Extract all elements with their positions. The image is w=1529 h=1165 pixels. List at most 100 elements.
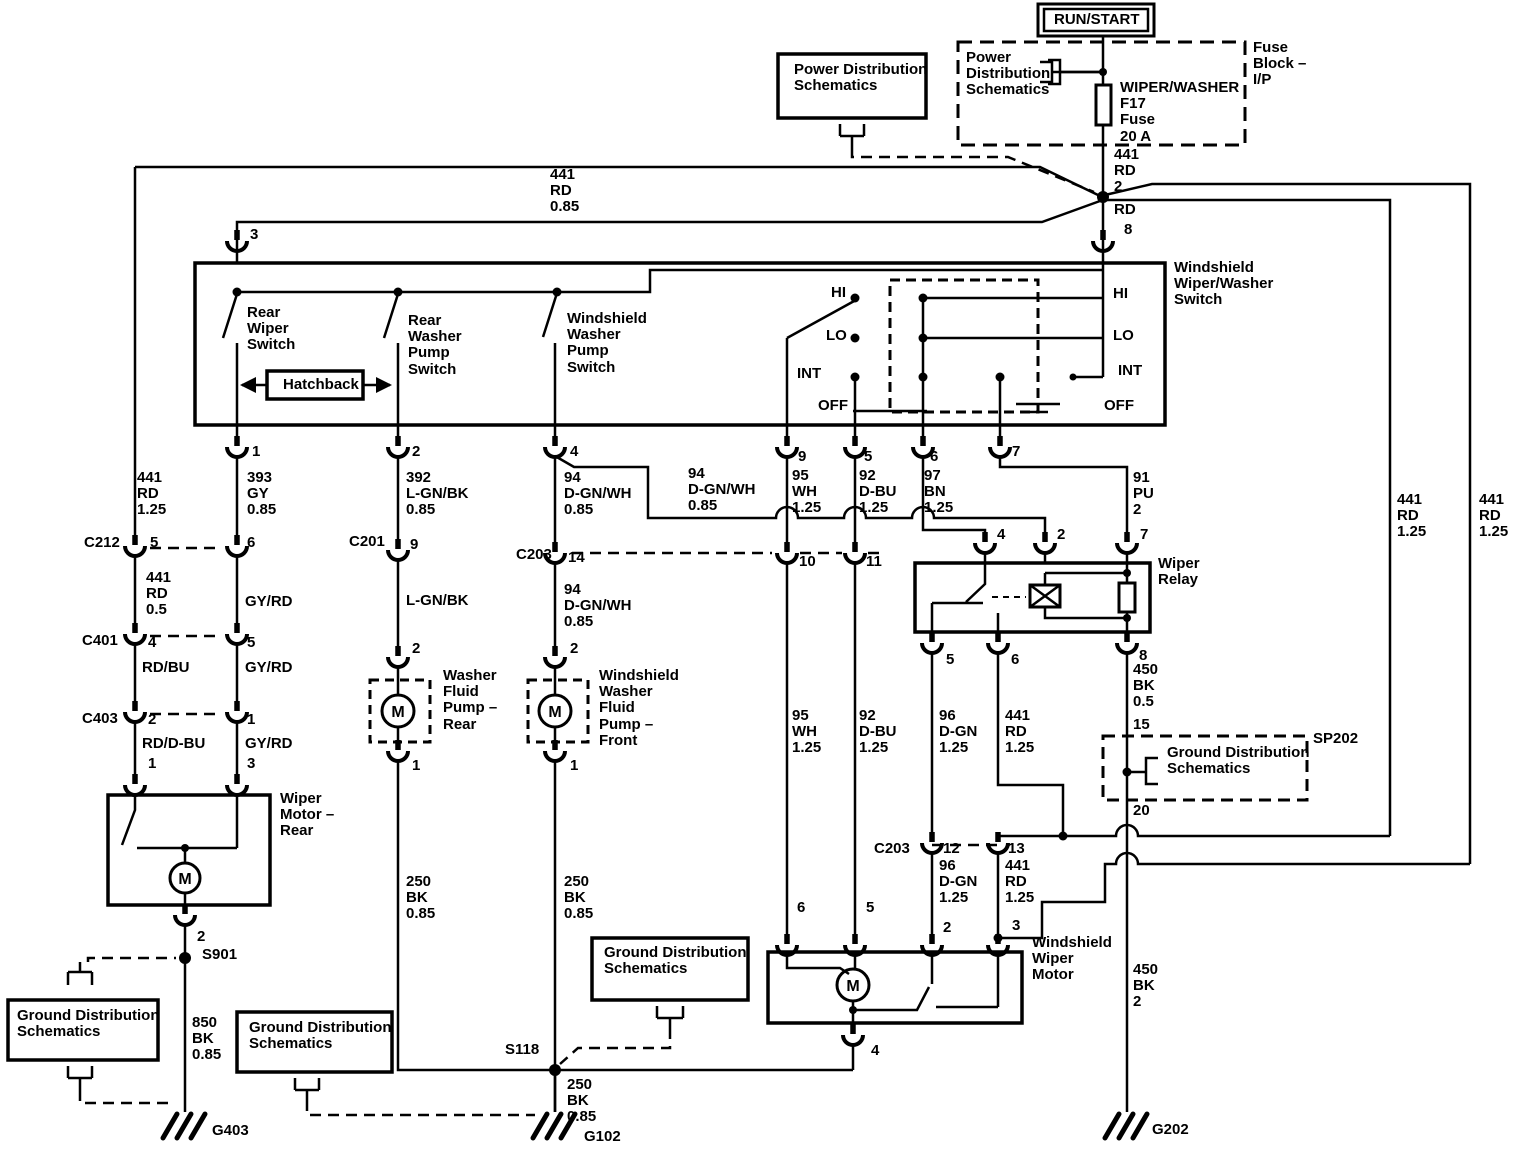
gds3-bracket [655,1006,685,1028]
washer-pump-front-dashed-box [526,678,590,744]
wires [66,35,1472,1112]
relay-resistor-symbol [1117,581,1137,614]
switch-name-label: Windshield Wiper/Washer Switch [1174,259,1274,309]
motor-m-rear: M [178,871,191,888]
wire-441-right1-label: 441 RD 1.25 [1397,491,1427,541]
wire-441-label-a: 441 RD 1.25 [1005,707,1035,757]
splice-s901-label: S901 [202,946,238,963]
motor-pin1-label: 1 [148,755,157,772]
ground-dist-box-2 [235,1010,394,1074]
c212-pin6-label: 6 [247,534,256,551]
fuse-block-dashed-box [956,40,1247,147]
wiper-washer-switch-box [193,261,1167,427]
wiper-relay-label: Wiper Relay [1158,555,1200,589]
fuse-block-label: Fuse Block – I/P [1253,39,1307,89]
connector-c401-label: C401 [82,632,118,649]
c401-pin5-label: 5 [247,634,256,651]
front-pump-label: Windshield Washer Fluid Pump – Front [599,667,679,749]
pin-7-label: 7 [1012,443,1021,460]
relay-pin2-label: 2 [1057,526,1066,543]
rear-pump-pin2-label: 2 [412,640,421,657]
hi-left-label: HI [831,284,846,301]
wire-441-distribution [133,165,1472,864]
switch-feed-bus [237,263,1105,377]
rear-wiper-motor-symbol [168,861,202,895]
wire-441-right2-label: 441 RD 1.25 [1479,491,1509,541]
wire-441-label-c: 441 RD 1.25 [1005,857,1035,907]
connector-c201-label: C201 [349,533,385,550]
splice-s118 [549,1064,561,1076]
pin-2-label: 2 [412,443,421,460]
wire-393-label: 393 GY 0.85 [247,469,277,519]
c403-pin2-label: 2 [148,711,157,728]
wire-lgnbk-label: L-GN/BK [406,592,469,609]
ground-g202-icon [1102,1111,1150,1141]
c401-pin4-label: 4 [148,634,157,651]
motor-m-wiper: M [846,978,859,995]
c203-pin12-label: 12 [943,840,960,857]
pin-5-label: 5 [864,448,873,465]
gds1-top-bracket [66,962,94,985]
pin-9-label: 9 [798,448,807,465]
wire-gyrd3-label: GY/RD [245,735,293,752]
gds4-label: Ground Distribution Schematics [1167,744,1310,778]
wire-rddbu-label: RD/D-BU [142,735,206,752]
junction-dots [179,68,1132,1076]
gds2-dashed-link [305,1100,535,1117]
switch-contacts [853,296,1103,414]
wire-94-label-a: 94 D-GN/WH 0.85 [564,469,632,519]
relay-pin6-label: 6 [1011,651,1020,668]
c212-pin5-label: 5 [150,534,159,551]
connector-c212-label: C212 [84,534,120,551]
arrow-right-icon [376,377,392,393]
windshield-wiper-motor-box [766,950,1024,1025]
rear-wiper-motor-box [106,793,272,907]
pin-8-label: 8 [1124,221,1133,238]
relay-pin7-label: 7 [1140,526,1149,543]
motor-pin3-label: 3 [247,755,256,772]
off-left-label: OFF [818,397,848,414]
rear-washer-pump-symbol [380,693,416,729]
wire-94-label-b: 94 D-GN/WH 0.85 [688,465,756,515]
pin-20-label: 20 [1133,802,1150,819]
wire-250-label-a: 250 BK 0.85 [406,873,436,923]
ground-g102-icon [530,1111,578,1141]
run-start-label: RUN/START [1054,11,1140,28]
motor-symbols [168,693,871,1003]
connector-c203b-label: C203 [874,840,910,857]
wire-450-05-label: 450 BK 0.5 [1133,661,1159,711]
run-start-box-outer [1036,2,1156,38]
wire-rd-label: RD [1114,201,1136,218]
pin-15-label: 15 [1133,716,1150,733]
wire-92-label-a: 92 D-BU 1.25 [859,467,897,517]
arrow-left-icon [240,377,256,393]
ground-dist-box-1 [6,998,160,1062]
wires-95-92 [785,455,857,939]
motor-m-pump-rear: M [391,704,404,721]
pds-fusebox-label: Power Distribution Schematics [966,49,1051,99]
run-start-box-inner [1042,7,1150,33]
off-right-label: OFF [1104,397,1134,414]
relay-pin4-label: 4 [997,526,1006,543]
left-connector-column [133,455,239,780]
lo-left-label: LO [826,327,847,344]
relay-pin5-label: 5 [946,651,955,668]
rear-pump-label: Washer Fluid Pump – Rear [443,667,498,733]
relay-pin8-label: 8 [1139,647,1148,664]
wire-450-2-label: 450 BK 2 [1133,961,1159,1011]
motor-pin6-label: 6 [797,899,806,916]
hatchback-arrowheads [240,377,392,393]
wire-441-125-left-label: 441 RD 1.25 [137,469,167,519]
component-boxes [6,2,1167,1074]
wire-250-label-c: 250 BK 0.85 [567,1076,597,1126]
sp202-label: SP202 [1313,730,1359,747]
wiper-relay-box [913,561,1152,634]
wiper-motor-label: Windshield Wiper Motor [1032,934,1112,984]
motor-pin2b-label: 2 [943,919,952,936]
s901-dashed-link [86,956,176,962]
ground-g403-label: G403 [212,1122,249,1139]
pds-top-label: Power Distribution Schematics [794,61,928,95]
hi-right-label: HI [1113,285,1128,302]
wiper-motor-internals [785,952,1000,1070]
